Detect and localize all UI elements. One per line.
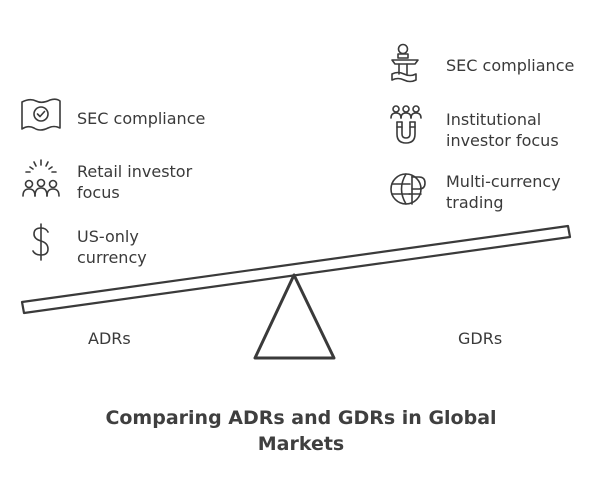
globe-currency-icon bbox=[390, 173, 426, 205]
adr-item-2-text: Retail investor focus bbox=[77, 162, 193, 202]
institutional-investors-magnet-icon bbox=[390, 105, 422, 144]
title-line-2: Markets bbox=[257, 433, 345, 455]
retail-investors-icon bbox=[22, 159, 60, 197]
gdr-item-2-text: Institutional investor focus bbox=[446, 110, 559, 150]
diagram-title: Comparing ADRs and GDRs in Global Market… bbox=[0, 405, 602, 457]
adr-item-1-text: SEC compliance bbox=[77, 109, 206, 128]
fulcrum-triangle bbox=[253, 273, 336, 360]
title-line-1: Comparing ADRs and GDRs in Global bbox=[105, 407, 497, 429]
regulator-podium-icon bbox=[391, 43, 419, 83]
gdrs-label: GDRs bbox=[458, 329, 503, 348]
certificate-check-icon bbox=[21, 98, 61, 131]
gdr-item-3-text: Multi-currency trading bbox=[446, 172, 561, 212]
adr-item-3-text: US-only currency bbox=[77, 227, 147, 267]
seesaw-beam bbox=[20, 224, 572, 315]
adrs-label: ADRs bbox=[88, 329, 131, 348]
gdr-item-1-text: SEC compliance bbox=[446, 56, 575, 75]
dollar-sign-icon bbox=[32, 223, 49, 261]
